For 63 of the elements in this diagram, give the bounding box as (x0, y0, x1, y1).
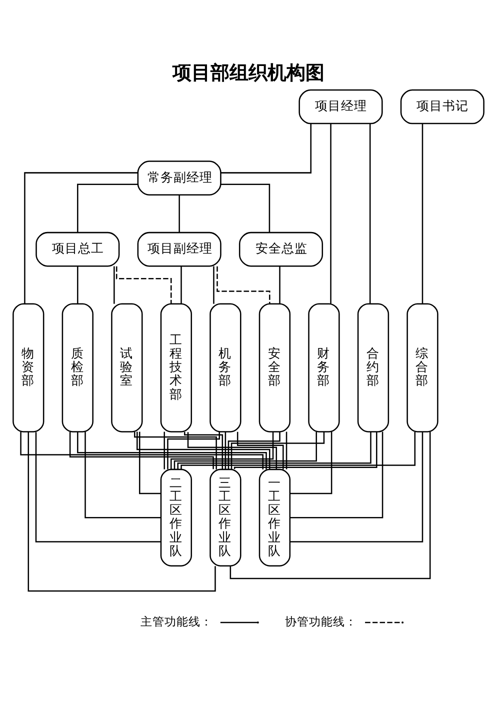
connector (289, 432, 332, 494)
node-box: 合约部 (356, 303, 389, 432)
node-box: 项目经理 (298, 89, 382, 124)
connector (236, 432, 284, 470)
connector (368, 124, 370, 304)
connector (233, 432, 377, 470)
connector (173, 432, 316, 470)
node-box: 物资部 (12, 303, 44, 432)
connector (224, 432, 226, 470)
connector (212, 266, 214, 304)
connector (24, 172, 138, 304)
connector (220, 184, 270, 232)
connector (138, 432, 160, 494)
connector (278, 266, 280, 304)
node-box: 项目书记 (400, 89, 484, 124)
connector (176, 432, 371, 470)
connector (84, 432, 160, 518)
connector (170, 432, 274, 470)
connector (166, 432, 220, 470)
connector (180, 266, 182, 304)
connector (20, 432, 263, 470)
legend-label: 主管功能线： (140, 614, 212, 628)
node-box: 项目副经理 (136, 232, 221, 267)
node-box: 一工区作业队 (258, 468, 290, 566)
connector (180, 432, 416, 470)
node-box: 试验室 (110, 303, 142, 432)
node-box: 三工区作业队 (209, 468, 241, 566)
connector (113, 266, 114, 304)
connector (184, 432, 223, 469)
node-box: 综合部 (406, 303, 438, 432)
legend-label: 协管功能线： (284, 614, 357, 628)
node-box: 安全部 (258, 303, 290, 432)
connector (115, 266, 172, 304)
connector (330, 124, 331, 304)
connector (68, 432, 214, 470)
connector (76, 184, 138, 232)
node-box: 财务部 (308, 303, 340, 432)
connector (178, 194, 180, 232)
node-box: 常务副经理 (136, 160, 221, 196)
connector (76, 266, 78, 304)
connector (220, 124, 311, 174)
node-box: 机务部 (209, 303, 241, 432)
node-box: 质检部 (61, 303, 93, 432)
diagram-title: 项目部组织机构图 (172, 62, 324, 84)
connector (229, 432, 430, 580)
connector (227, 432, 280, 470)
node-box: 二工区作业队 (160, 468, 192, 566)
connector (421, 124, 423, 304)
connector (136, 432, 270, 470)
connector (134, 432, 216, 470)
connector (216, 266, 270, 304)
connector (27, 432, 216, 592)
node-box: 安全总监 (238, 232, 323, 267)
connector (290, 432, 383, 518)
node-box: 工程技术部 (160, 303, 192, 432)
connector (163, 432, 164, 470)
node-box: 项目总工 (35, 232, 120, 267)
connector (285, 432, 287, 470)
connector (230, 432, 324, 470)
connector (34, 432, 160, 542)
connector (289, 432, 423, 542)
connector (76, 432, 266, 470)
connector (186, 432, 277, 470)
